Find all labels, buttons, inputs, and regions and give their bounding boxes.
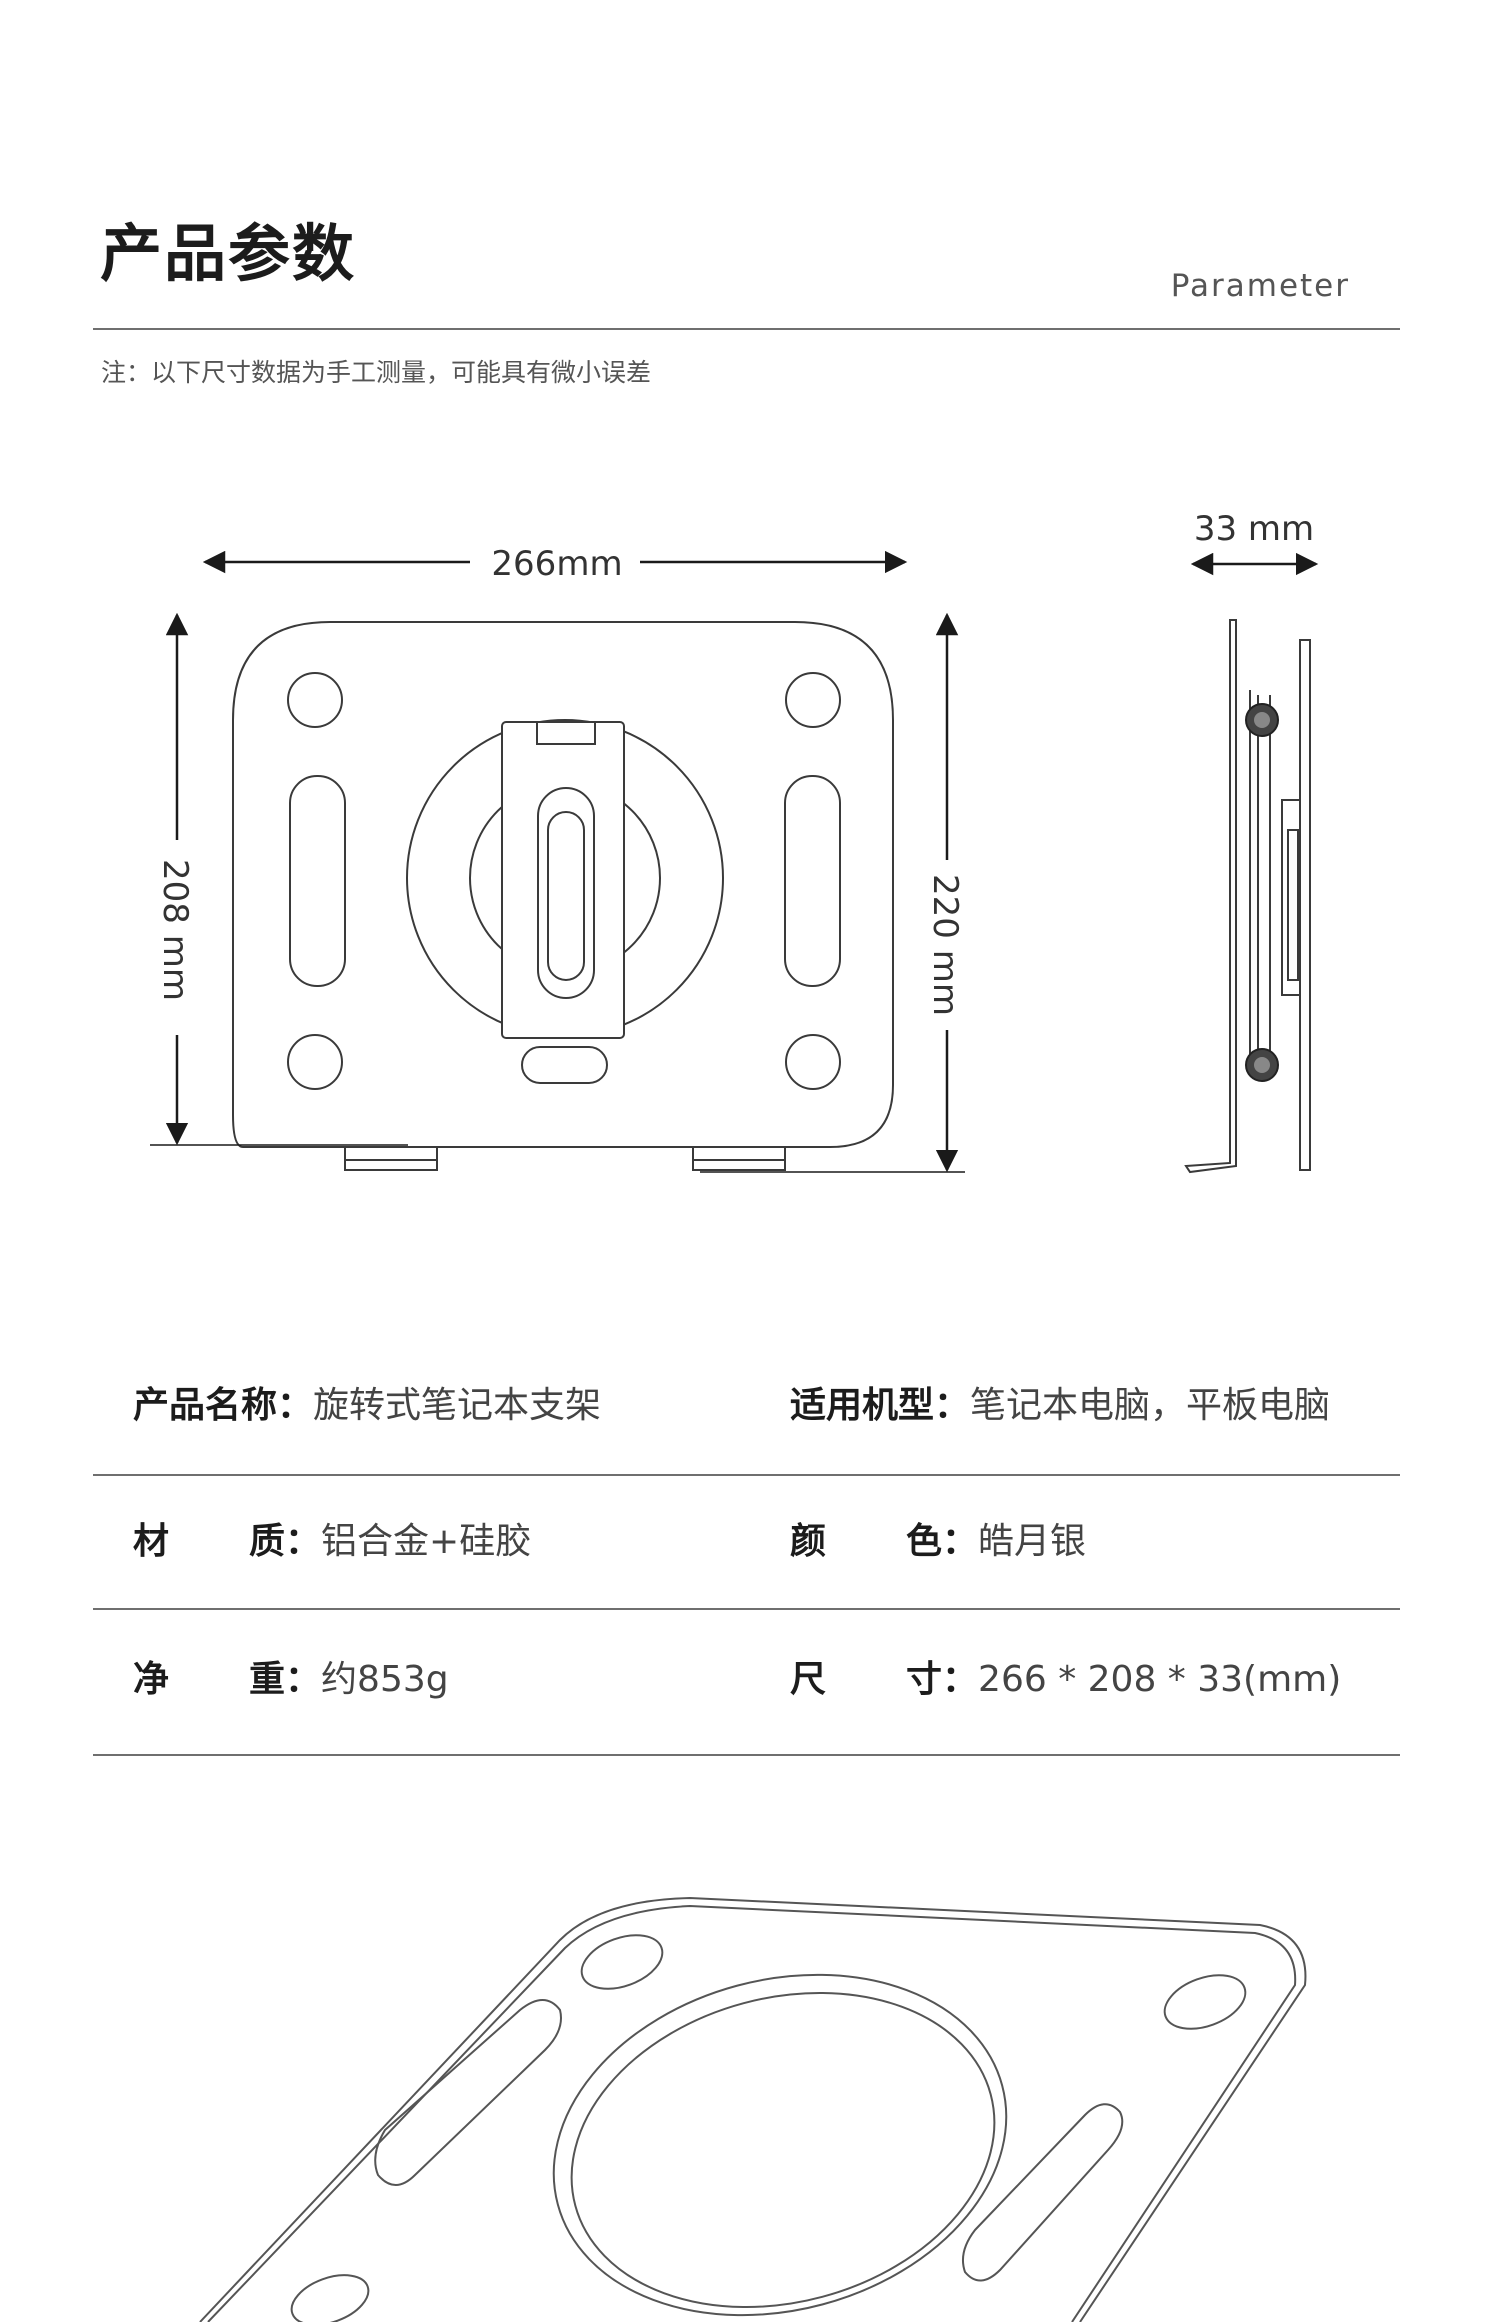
spec-color: 颜色：皓月银 bbox=[790, 1521, 1087, 1562]
corner-hole bbox=[785, 672, 841, 728]
spec-size: 尺寸：266 * 208 * 33(mm) bbox=[790, 1659, 1342, 1700]
spec-compatible-models: 适用机型：笔记本电脑，平板电脑 bbox=[790, 1385, 1331, 1426]
left-height-label: 208 mm bbox=[155, 859, 195, 1001]
side-slot bbox=[784, 775, 841, 987]
table-divider bbox=[93, 1608, 1400, 1610]
table-divider bbox=[93, 1474, 1400, 1476]
header-divider bbox=[93, 328, 1400, 330]
spec-product-name: 产品名称：旋转式笔记本支架 bbox=[133, 1385, 602, 1426]
side-view-hinges bbox=[1245, 703, 1279, 1082]
right-height-label: 220 mm bbox=[925, 874, 965, 1016]
dimension-drawing: 266mm 208 mm 220 mm 33 mm bbox=[150, 509, 1319, 1174]
perspective-drawing bbox=[199, 1896, 1307, 2322]
bottom-slot bbox=[521, 1046, 608, 1084]
side-view bbox=[1184, 619, 1311, 1174]
width-dimension-label: 266mm bbox=[491, 544, 622, 584]
side-slot bbox=[289, 775, 346, 987]
table-divider bbox=[93, 1754, 1400, 1756]
measurement-note: 注：以下尺寸数据为手工测量，可能具有微小误差 bbox=[101, 358, 652, 387]
corner-hole bbox=[287, 672, 343, 728]
page-subtitle: Parameter bbox=[1170, 268, 1350, 304]
corner-hole bbox=[785, 1034, 841, 1090]
corner-hole bbox=[287, 1034, 343, 1090]
page-title: 产品参数 bbox=[100, 217, 357, 290]
spec-material: 材质：铝合金+硅胶 bbox=[133, 1521, 532, 1562]
plate-outline bbox=[232, 621, 894, 1148]
spec-net-weight: 净重：约853g bbox=[133, 1659, 449, 1700]
depth-dimension-label: 33 mm bbox=[1194, 509, 1314, 549]
